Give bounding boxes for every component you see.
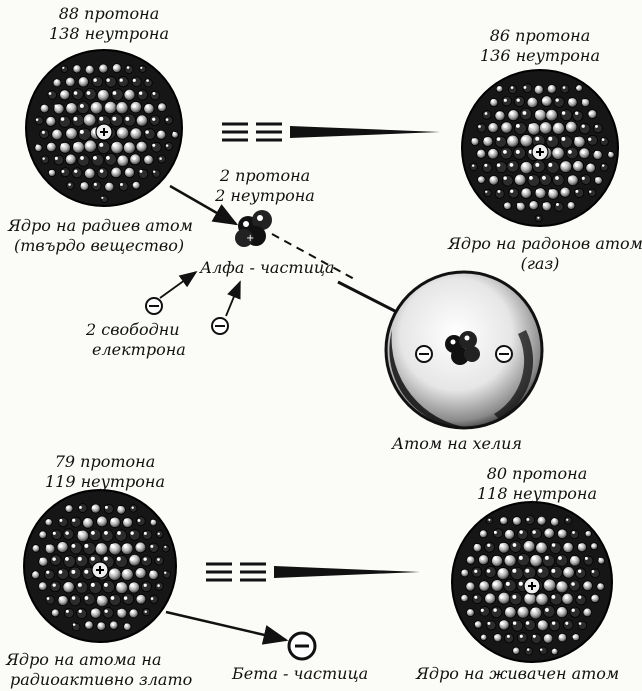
- gold-neutrons: 119 неутрона: [40, 472, 170, 491]
- alpha-protons: 2 протона: [210, 166, 320, 185]
- alpha-particle: +: [235, 210, 272, 247]
- radium-to-radon-arrow: [222, 124, 440, 140]
- free-electrons-line1: 2 свободни: [86, 320, 180, 339]
- radon-state: (газ): [470, 254, 610, 273]
- free-electrons-line2: електрона: [92, 340, 186, 359]
- mercury-neutrons: 118 неутрона: [462, 484, 612, 503]
- alpha-particle-label: Алфа - частица: [200, 258, 335, 277]
- beta-emission-arrow: [166, 612, 286, 640]
- radium-name: Ядро на радиев атом: [8, 216, 193, 235]
- electron-2-arrow: [226, 282, 240, 316]
- mercury-name: Ядро на живачен атом: [416, 664, 619, 683]
- free-electron-2: [212, 318, 228, 334]
- mercury-protons: 80 протона: [462, 464, 612, 483]
- radium-state: (твърдо вещество): [14, 236, 184, 255]
- gold-name-line2: радиоактивно злато: [10, 670, 192, 689]
- beta-particle-label: Бета - частица: [232, 664, 368, 683]
- radium-neutrons: 138 неутрона: [44, 24, 174, 43]
- radium-nucleus: [26, 50, 182, 206]
- radon-name: Ядро на радонов атом: [448, 234, 642, 253]
- gold-nucleus: [24, 490, 176, 642]
- alpha-neutrons: 2 неутрона: [210, 186, 320, 205]
- electron-1-arrow: [160, 272, 196, 298]
- svg-text:+: +: [246, 233, 254, 244]
- mercury-nucleus: [452, 502, 612, 662]
- helium-atom: [386, 272, 542, 428]
- gold-protons: 79 протона: [40, 452, 170, 471]
- radon-neutrons: 136 неутрона: [470, 46, 610, 65]
- radon-nucleus: [462, 70, 618, 226]
- free-electron-1: [146, 298, 162, 314]
- beta-particle: [289, 633, 315, 659]
- radium-protons: 88 протона: [44, 4, 174, 23]
- gold-name-line1: Ядро на атома на: [6, 650, 162, 669]
- helium-atom-label: Атом на хелия: [392, 434, 522, 453]
- gold-to-mercury-arrow: [206, 564, 420, 580]
- radon-protons: 86 протона: [470, 26, 610, 45]
